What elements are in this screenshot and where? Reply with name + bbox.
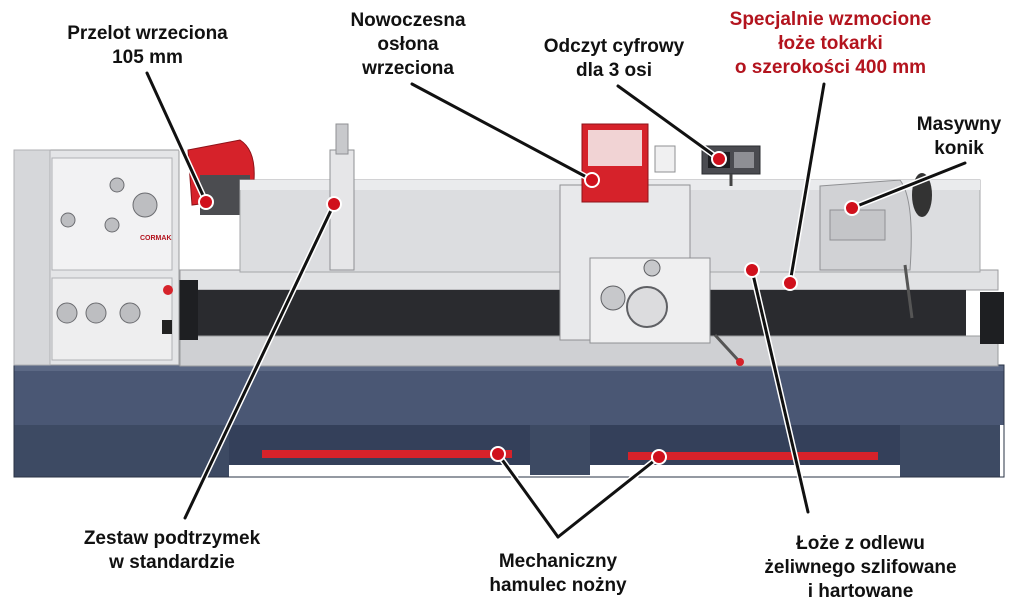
- brand-logo: CORMAK: [140, 235, 172, 242]
- headstock: [13, 149, 180, 366]
- callout-dot-steady-rest: [326, 196, 342, 212]
- callout-dot-cast-bed: [744, 262, 760, 278]
- label-steady-rests: Zestaw podtrzymek w standardzie: [83, 528, 261, 573]
- tailstock: [819, 173, 932, 319]
- callout-dot-reinforced-bed: [782, 275, 798, 291]
- carriage-apron: [559, 184, 744, 366]
- callout-dot-brake-left: [490, 446, 506, 462]
- callout-dot-spindle-guard: [584, 172, 600, 188]
- callout-dots: [198, 151, 860, 465]
- callout-lines: [144, 70, 968, 540]
- label-foot-brake: Mechaniczny hamulec nożny: [489, 551, 627, 596]
- label-spindle-bore: Przelot wrzeciona 105 mm: [67, 23, 228, 68]
- label-reinforced-bed: Specjalnie wzmocione łoże tokarki o szer…: [729, 9, 932, 78]
- label-cast-bed: Łoże z odlewu żeliwnego szlifowane i har…: [764, 533, 957, 602]
- label-spindle-guard: Nowoczesna osłona wrzeciona: [350, 10, 466, 79]
- callout-dot-spindle-bore: [198, 194, 214, 210]
- callout-dot-brake-right: [651, 449, 667, 465]
- callout-dot-tailstock: [844, 200, 860, 216]
- callout-dot-dro: [711, 151, 727, 167]
- foot-brake-bar: [262, 450, 878, 460]
- label-tailstock: Masywny konik: [916, 114, 1002, 159]
- tool-post-guard: [581, 123, 676, 203]
- label-dro: Odczyt cyfrowy dla 3 osi: [543, 36, 685, 81]
